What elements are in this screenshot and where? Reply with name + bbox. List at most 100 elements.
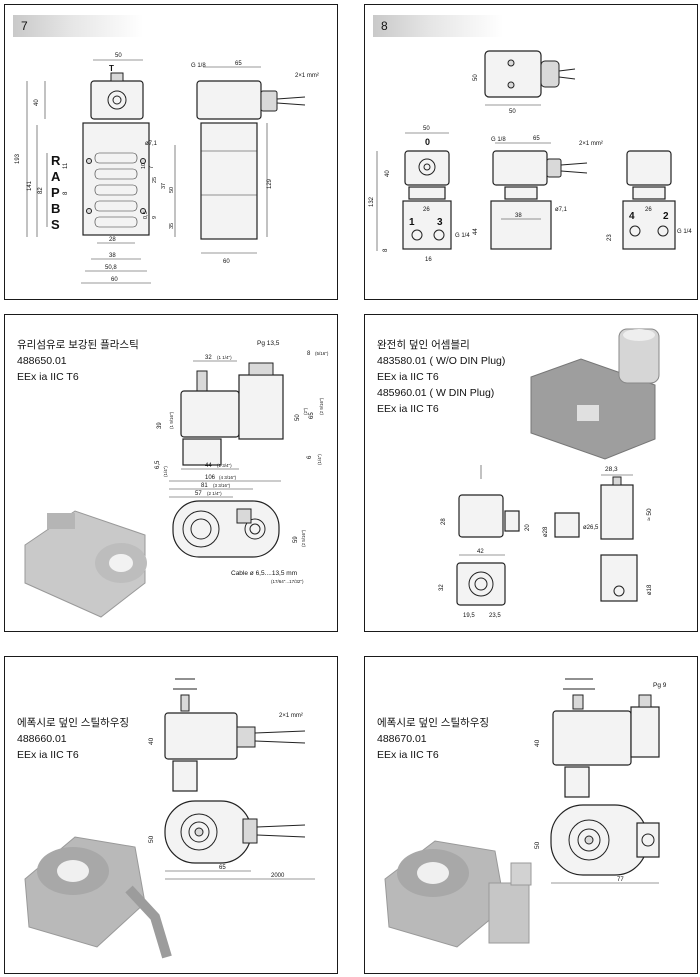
svg-text:T: T (109, 64, 114, 73)
svg-text:26: 26 (645, 207, 652, 213)
svg-text:50: 50 (115, 53, 122, 59)
svg-text:81: 81 (201, 483, 208, 489)
svg-text:4: 4 (629, 211, 635, 222)
svg-text:50: 50 (169, 187, 175, 193)
svg-text:(1 1/4"): (1 1/4") (217, 355, 232, 360)
svg-text:B: B (51, 201, 60, 216)
svg-text:8: 8 (307, 351, 311, 357)
product-info: 에폭시로 덮인 스틸하우징 488660.01 EEx ia IIC T6 (17, 715, 129, 763)
svg-text:23: 23 (607, 234, 613, 241)
svg-text:6,5: 6,5 (155, 460, 161, 469)
svg-text:20: 20 (525, 524, 531, 531)
drawing-valve-8: 50 50 50 0 40 132 8 1 3 26 16 G 1/4 G 1/… (369, 50, 692, 263)
svg-text:42: 42 (477, 549, 484, 555)
svg-text:38: 38 (109, 253, 116, 259)
svg-text:28: 28 (109, 237, 116, 243)
svg-text:Pg 9: Pg 9 (653, 682, 667, 689)
product-part-number-1: 483580.01 ( W/O DIN Plug) (377, 355, 506, 367)
svg-text:(1/4"): (1/4") (317, 454, 322, 465)
svg-text:40: 40 (148, 737, 155, 745)
svg-text:129: 129 (267, 178, 273, 189)
svg-text:ø7,1: ø7,1 (145, 141, 158, 147)
svg-text:40: 40 (534, 739, 541, 747)
panel-8: 8 50 50 50 0 40 132 8 1 3 26 16 G 1/4 G … (364, 4, 698, 300)
svg-text:(2 9/16"): (2 9/16") (319, 397, 324, 415)
svg-text:19,5: 19,5 (463, 613, 475, 619)
panel-number: 7 (13, 15, 143, 37)
svg-text:1: 1 (409, 217, 415, 228)
svg-text:G 1/4: G 1/4 (455, 233, 470, 239)
product-title: 유리섬유로 보강된 플라스틱 (17, 339, 139, 351)
svg-text:A: A (51, 169, 61, 184)
svg-text:0: 0 (425, 137, 430, 147)
svg-text:ø28: ø28 (543, 526, 549, 537)
product-certification-1: EEx ia IIC T6 (377, 371, 439, 383)
svg-text:65: 65 (235, 61, 242, 67)
svg-text:32: 32 (439, 584, 445, 591)
svg-text:7: 7 (149, 166, 155, 169)
svg-text:(4 3/16"): (4 3/16") (219, 475, 237, 480)
product-part-number: 488670.01 (377, 733, 427, 745)
svg-text:(5/16"): (5/16") (315, 351, 329, 356)
svg-text:3: 3 (437, 217, 443, 228)
product-photo-din-coil (530, 328, 660, 460)
product-info: 에폭시로 덮인 스틸하우징 488670.01 EEx ia IIC T6 (377, 715, 489, 763)
svg-text:40: 40 (385, 170, 391, 177)
drawing-encapsulated-assembly: 28,3 ≈ 50 ø26,5 ø28 28 20 42 32 19,5 23,… (439, 328, 660, 619)
svg-text:132: 132 (369, 196, 375, 207)
product-photo-epoxy-coil (24, 836, 172, 959)
drawing-epoxy-steel-cable: 2×1 mm² 40 50 65 2000 (24, 678, 315, 959)
product-photo-epoxy-din-coil (384, 840, 532, 948)
svg-text:10: 10 (141, 163, 147, 169)
product-certification-2: EEx ia IIC T6 (377, 403, 439, 415)
drawing-plastic-coil: Pg 13,5 32 (1 1/4") 8 (5/16") 39 (1 9/16… (24, 340, 329, 618)
svg-text:8: 8 (63, 191, 69, 195)
svg-text:59: 59 (293, 536, 299, 543)
product-info: 유리섬유로 보강된 플라스틱 488650.01 EEx ia IIC T6 (17, 337, 139, 385)
product-part-number: 488650.01 (17, 355, 67, 367)
svg-text:9: 9 (152, 216, 158, 219)
svg-text:2×1 mm²: 2×1 mm² (295, 73, 319, 79)
svg-text:141: 141 (27, 180, 33, 191)
svg-text:28,3: 28,3 (605, 466, 618, 473)
svg-text:G 1/8: G 1/8 (191, 63, 206, 69)
panel-epoxy-steel-din: 에폭시로 덮인 스틸하우징 488670.01 EEx ia IIC T6 Pg… (364, 656, 698, 974)
product-certification: EEx ia IIC T6 (17, 371, 79, 383)
svg-text:106: 106 (205, 475, 216, 481)
product-info: 완전히 덮인 어셈블리 483580.01 ( W/O DIN Plug) EE… (377, 337, 505, 417)
svg-text:32: 32 (205, 355, 212, 361)
svg-text:82: 82 (38, 187, 44, 194)
svg-text:8: 8 (383, 248, 389, 252)
svg-text:35: 35 (169, 223, 175, 229)
svg-text:65: 65 (309, 412, 315, 419)
drawing-valve-7: 50 T 40 193 141 82 11 8 R A P B S (15, 53, 319, 284)
svg-text:(17/64"...17/32"): (17/64"...17/32") (271, 579, 304, 584)
product-certification: EEx ia IIC T6 (17, 749, 79, 761)
panel-7: 7 50 T 40 193 141 82 11 8 R A P B S (4, 4, 338, 300)
svg-text:11: 11 (63, 162, 69, 169)
panel-number: 8 (373, 15, 503, 37)
svg-text:37: 37 (161, 183, 167, 189)
svg-text:S: S (51, 217, 60, 232)
svg-text:G 1/8: G 1/8 (491, 137, 506, 143)
svg-text:R: R (51, 153, 61, 168)
svg-text:ø7,1: ø7,1 (555, 207, 568, 213)
product-part-number: 488660.01 (17, 733, 67, 745)
product-certification: EEx ia IIC T6 (377, 749, 439, 761)
svg-text:40: 40 (34, 99, 40, 106)
svg-text:P: P (51, 185, 60, 200)
svg-text:(2"): (2") (303, 407, 308, 415)
svg-text:57: 57 (195, 491, 202, 497)
svg-text:26: 26 (423, 207, 430, 213)
drawing-epoxy-steel-din: Pg 9 40 50 77 (384, 678, 667, 948)
svg-text:60: 60 (223, 259, 230, 265)
svg-text:Pg 13,5: Pg 13,5 (257, 340, 280, 347)
svg-text:38: 38 (515, 213, 522, 219)
svg-text:50: 50 (473, 74, 479, 81)
svg-text:G 1/4: G 1/4 (677, 229, 692, 235)
svg-text:2000: 2000 (271, 873, 285, 879)
svg-text:23,5: 23,5 (489, 613, 501, 619)
svg-text:65: 65 (219, 865, 226, 871)
svg-text:(3 3/16"): (3 3/16") (213, 483, 231, 488)
svg-text:50: 50 (295, 414, 301, 421)
